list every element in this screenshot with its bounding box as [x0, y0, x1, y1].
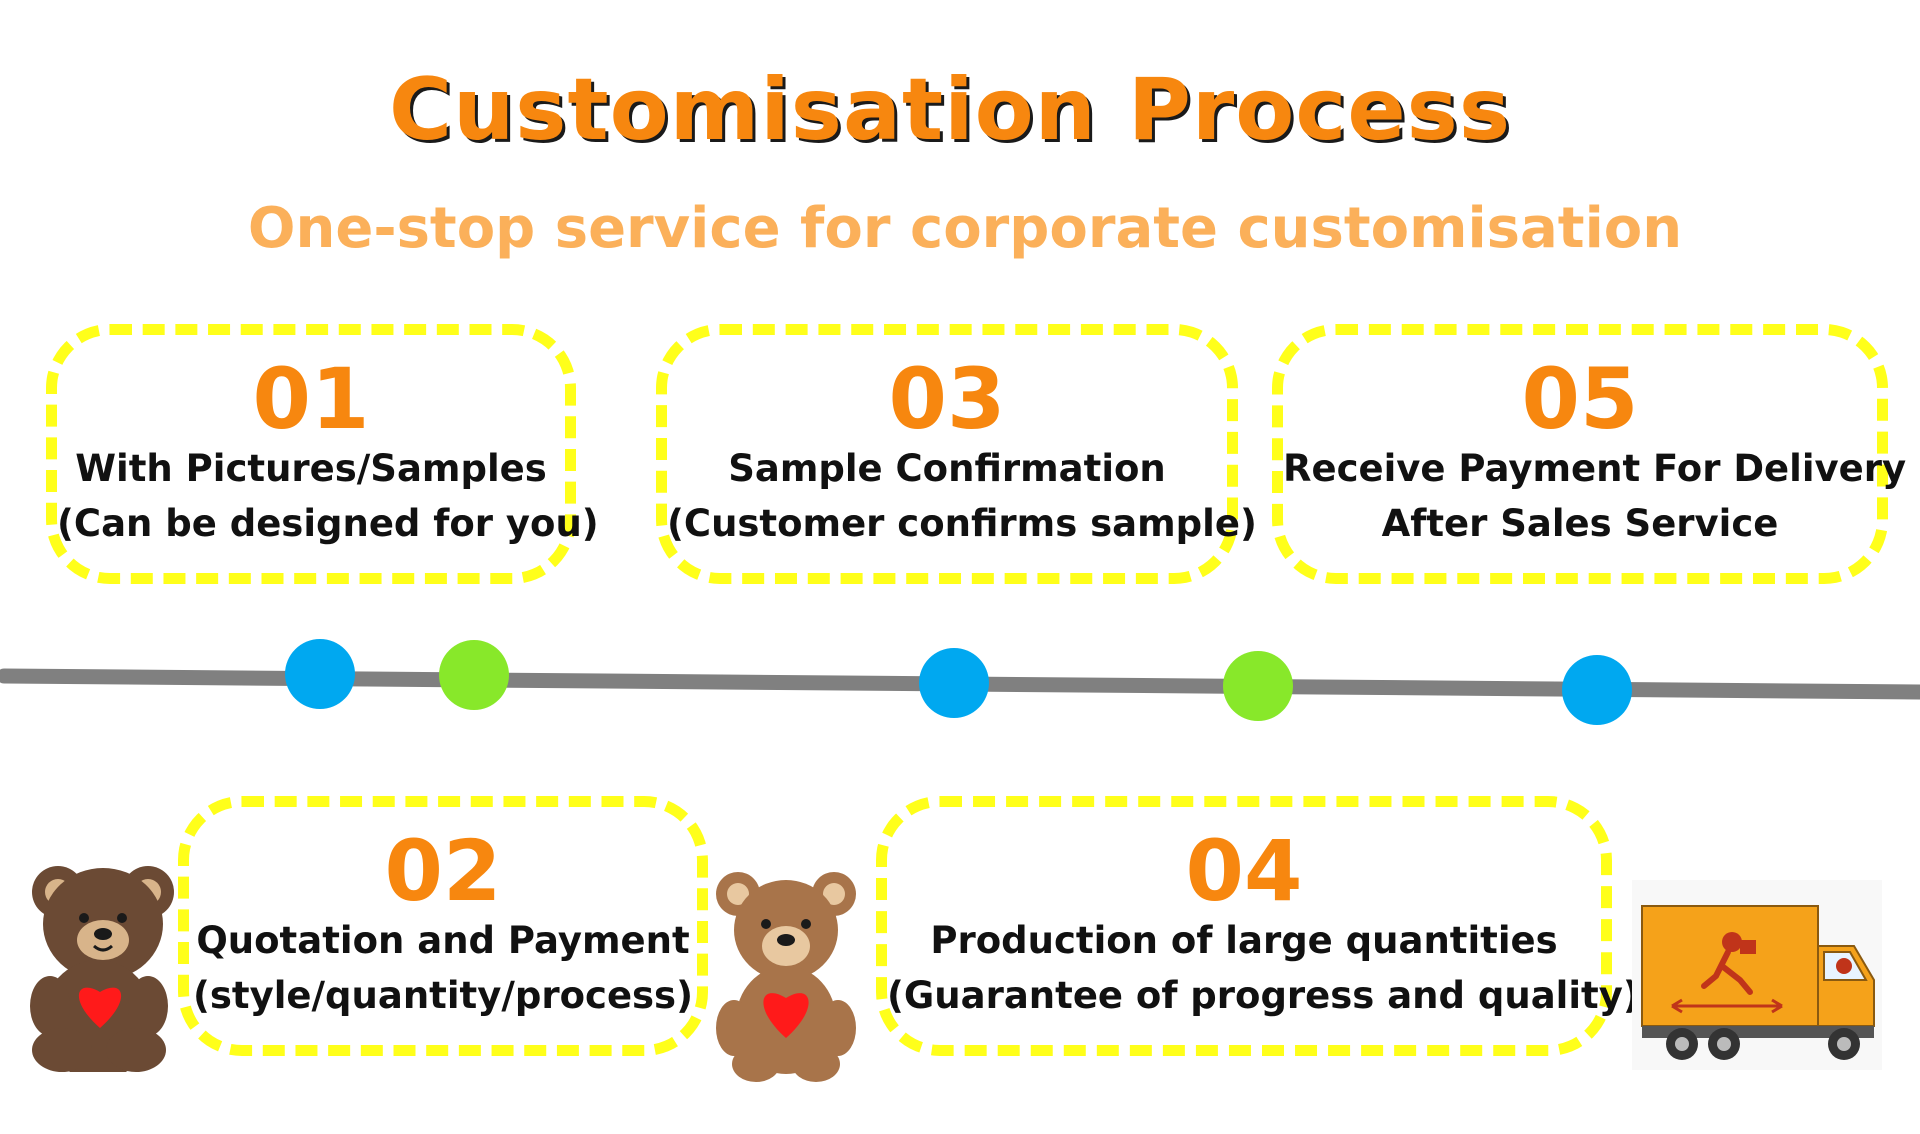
step-number: 05 [1521, 350, 1639, 448]
step-number: 03 [888, 350, 1006, 448]
step-title: Receive Payment For Delivery [1283, 447, 1907, 490]
timeline-dot-green [439, 640, 509, 710]
step-title: Sample Confirmation [728, 447, 1166, 490]
timeline-dot-green [1223, 651, 1293, 721]
step-description: (Can be designed for you) [57, 502, 599, 545]
step-description: After Sales Service [1381, 502, 1779, 545]
step-number: 04 [1185, 822, 1303, 920]
step-title: Quotation and Payment [196, 919, 690, 962]
step-title: Production of large quantities [930, 919, 1558, 962]
teddy-bear-icon [716, 872, 856, 1082]
timeline [0, 639, 1920, 725]
delivery-truck-icon [1632, 880, 1882, 1070]
step-title: With Pictures/Samples [75, 447, 547, 490]
teddy-bear-icon [30, 866, 174, 1072]
timeline-dot-blue [919, 648, 989, 718]
step-card-02: 02 Quotation and Payment (style/quantity… [178, 796, 708, 1056]
page-subtitle: One-stop service for corporate customisa… [247, 196, 1683, 261]
timeline-dot-blue [1562, 655, 1632, 725]
step-card-04: 04 Production of large quantities (Guara… [876, 796, 1640, 1056]
timeline-dot-blue [285, 639, 355, 709]
step-description: (Customer confirms sample) [667, 502, 1257, 545]
step-number: 01 [252, 350, 370, 448]
step-card-03: 03 Sample Confirmation (Customer confirm… [656, 324, 1257, 584]
step-description: (style/quantity/process) [193, 974, 693, 1017]
step-description: (Guarantee of progress and quality) [887, 974, 1640, 1017]
step-number: 02 [384, 822, 502, 920]
step-card-05: 05 Receive Payment For Delivery After Sa… [1272, 324, 1907, 584]
step-card-01: 01 With Pictures/Samples (Can be designe… [46, 324, 599, 584]
page-title: Customisation Process [388, 60, 1512, 160]
